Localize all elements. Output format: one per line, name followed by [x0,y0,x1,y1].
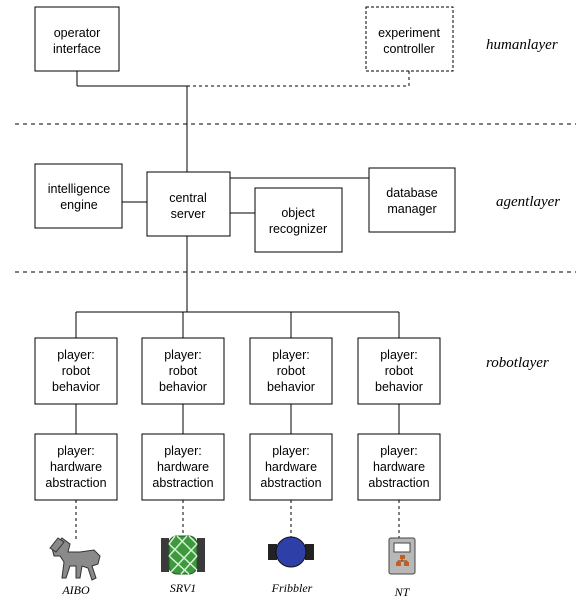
nt-circuit [397,559,408,562]
svg-text:behavior: behavior [52,380,100,394]
srv1-label: SRV1 [170,581,196,595]
database-manager-box: database manager [368,167,456,233]
fribbler-robot-icon [268,536,314,568]
svg-text:manager: manager [387,202,436,216]
svg-text:player:: player: [164,348,202,362]
experiment-controller-box: experiment controller [365,6,454,72]
svg-text:recognizer: recognizer [269,222,327,236]
intelligence-engine-box: intelligence engine [34,163,123,229]
nt-block-top [400,555,405,559]
hardware-abstraction-box-2: player: hardware abstraction [141,433,225,501]
svg-text:interface: interface [53,42,101,56]
operator-interface-box: operator interface [34,6,120,72]
fribbler-label: Fribbler [271,581,313,595]
object-recognizer-box: object recognizer [254,187,343,253]
svg-text:player:: player: [164,444,202,458]
hardware-abstraction-box-1: player: hardware abstraction [34,433,118,501]
svg-text:abstraction: abstraction [45,476,106,490]
svg-text:player:: player: [57,444,95,458]
aibo-label: AIBO [61,583,90,597]
svg-text:robot: robot [277,364,306,378]
nt-label: NT [394,585,411,599]
robot-behavior-box-1: player: robot behavior [34,337,118,405]
svg-text:behavior: behavior [159,380,207,394]
svg-text:abstraction: abstraction [152,476,213,490]
robot-behavior-box-2: player: robot behavior [141,337,225,405]
svg-text:operator: operator [54,26,101,40]
svg-text:intelligence: intelligence [48,182,111,196]
svg-text:abstraction: abstraction [368,476,429,490]
aibo-head-shape [49,537,65,553]
aibo-robot-icon [49,537,101,581]
svg-text:object: object [281,206,315,220]
fribbler-body [275,536,307,568]
svg-text:robot: robot [385,364,414,378]
hardware-abstraction-box-3: player: hardware abstraction [249,433,333,501]
aibo-body-shape [51,537,101,581]
svg-text:hardware: hardware [373,460,425,474]
svg-text:engine: engine [60,198,98,212]
svg-text:central: central [169,191,207,205]
srv1-right-track [197,538,205,572]
svg-text:hardware: hardware [265,460,317,474]
svg-text:robot: robot [62,364,91,378]
svg-text:player:: player: [272,444,310,458]
svg-text:hardware: hardware [50,460,102,474]
svg-text:robot: robot [169,364,198,378]
srv1-pattern [168,535,198,575]
svg-text:database: database [386,186,437,200]
robot-behavior-box-3: player: robot behavior [249,337,333,405]
fribbler-left-wheel [268,544,277,560]
svg-text:player:: player: [272,348,310,362]
svg-text:experiment: experiment [378,26,440,40]
svg-text:abstraction: abstraction [260,476,321,490]
svg-text:controller: controller [383,42,434,56]
svg-text:behavior: behavior [267,380,315,394]
robot-behavior-box-4: player: robot behavior [357,337,441,405]
srv1-robot-icon [161,535,205,575]
svg-text:player:: player: [380,348,418,362]
nt-screen [393,542,411,553]
svg-text:hardware: hardware [157,460,209,474]
nt-block-right [404,562,409,566]
svg-text:player:: player: [57,348,95,362]
svg-text:player:: player: [380,444,418,458]
fribbler-right-wheel [305,544,314,560]
hardware-abstraction-box-4: player: hardware abstraction [357,433,441,501]
human-layer-label: humanlayer [486,37,558,53]
svg-text:behavior: behavior [375,380,423,394]
nt-block-left [396,562,401,566]
robot-layer-label: robotlayer [486,355,549,371]
svg-text:server: server [171,207,206,221]
nt-robot-icon [388,537,416,575]
central-server-box: central server [146,171,231,237]
agent-layer-label: agentlayer [496,194,560,210]
srv1-left-track [161,538,169,572]
